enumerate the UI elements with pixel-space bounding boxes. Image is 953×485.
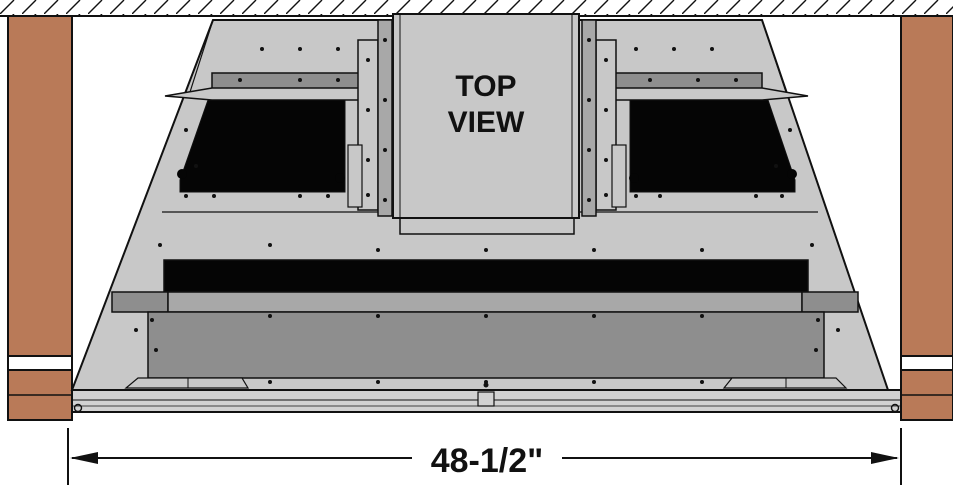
- right-bracket-rails: [581, 19, 627, 217]
- burner-slot: [163, 259, 809, 293]
- right-vent-assembly: [611, 72, 809, 193]
- left-brick-pillar: [7, 15, 73, 421]
- width-dimension: 48-1/2": [67, 428, 902, 485]
- middle-rail: [111, 291, 859, 313]
- center-flue-collar: [392, 13, 580, 235]
- lower-rivets: [134, 243, 840, 384]
- lower-panel: [124, 311, 848, 389]
- dimension-label: 48-1/2": [431, 442, 544, 480]
- front-trim: [71, 382, 902, 413]
- view-label-line1: TOP: [455, 70, 516, 103]
- left-arrowhead: [70, 452, 98, 464]
- left-bracket-rails: [347, 19, 393, 217]
- upper-rivets: [184, 47, 792, 198]
- right-brick-pillar: [900, 15, 953, 421]
- view-label-line2: VIEW: [448, 106, 525, 139]
- right-arrowhead: [871, 452, 899, 464]
